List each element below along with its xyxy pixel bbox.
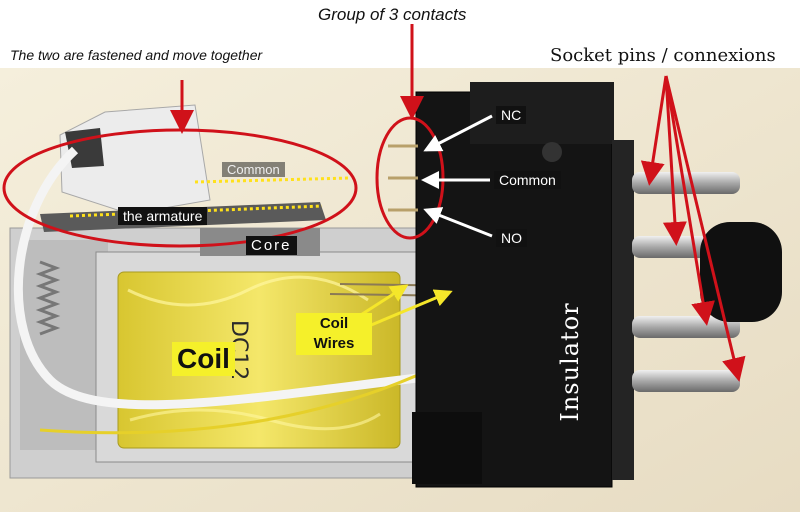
coil-wires-line1: Coil (319, 315, 349, 332)
coil-wires-label: Coil Wires (296, 313, 372, 355)
coil-wire-arrow-1 (355, 284, 409, 320)
socket-pin (632, 370, 740, 392)
fastened-note-label: The two are fastened and move together (10, 47, 263, 63)
insulator-block (412, 82, 634, 488)
yellow-wire (39, 348, 471, 435)
return-spring (35, 260, 61, 336)
nc-arrow (423, 114, 493, 152)
pin-arrow-4 (664, 75, 746, 382)
armature-label: the armature (118, 207, 208, 225)
coil-label: Coil (172, 342, 235, 376)
pin-arrow-2 (662, 75, 687, 246)
no-label: NO (496, 229, 527, 247)
nc-label: NC (496, 106, 527, 124)
no-arrow (423, 207, 493, 238)
group-contacts-label: Group of 3 contacts (318, 5, 467, 24)
contacts-group (388, 144, 418, 212)
pin-arrow-1 (640, 75, 668, 186)
coil-wires-line2: Wires (313, 335, 355, 352)
common-label-right: Common (494, 171, 561, 189)
common-dotted-line (194, 176, 351, 184)
white-wire (13, 146, 471, 410)
coil-wire-arrow-2 (363, 289, 453, 330)
common-label-left: Common (222, 162, 285, 177)
insulator-label: Insulator (556, 302, 584, 422)
pin-arrow-3 (664, 75, 715, 326)
core-label: Core (246, 236, 297, 255)
socket-pins-label: Socket pins / connexions (550, 45, 776, 66)
